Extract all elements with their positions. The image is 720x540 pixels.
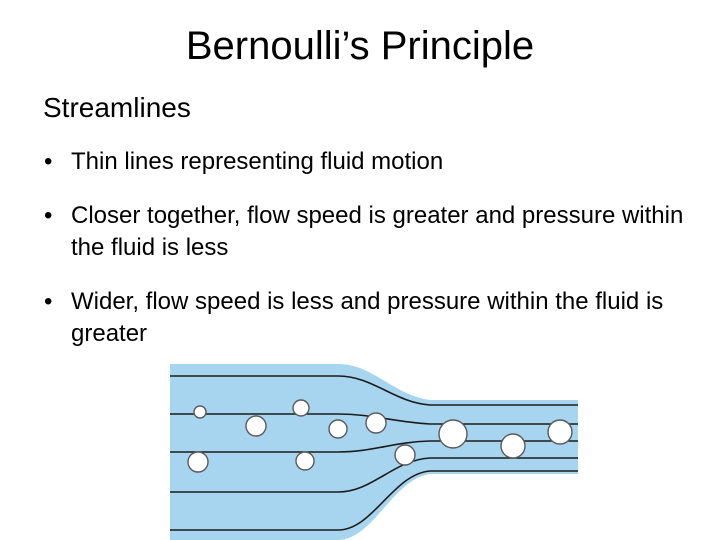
streamline: [170, 457, 578, 493]
slide-title: Bernoulli’s Principle: [185, 24, 535, 68]
fluid-particle: [547, 419, 573, 445]
streamline: [170, 375, 578, 406]
fluid-particle: [500, 433, 526, 459]
fluid-particle: [245, 415, 267, 437]
streamlines: [170, 375, 578, 531]
streamline: [170, 470, 578, 531]
fluid-particle: [187, 451, 209, 473]
bullet-item: Wider, flow speed is less and pressure w…: [44, 286, 694, 350]
streamline: [170, 440, 578, 453]
bullet-item: Closer together, flow speed is greater a…: [44, 200, 694, 264]
fluid-particle: [394, 444, 416, 466]
fluid-particle: [295, 451, 315, 471]
bullet-item: Thin lines representing fluid motion: [44, 146, 694, 178]
bullet-list: Thin lines representing fluid motion Clo…: [44, 146, 694, 372]
fluid-particle: [193, 405, 207, 419]
fluid-particles: [187, 399, 573, 473]
fluid-body: [170, 364, 578, 540]
slide-subheading: Streamlines: [43, 92, 191, 123]
fluid-particle: [292, 399, 310, 417]
fluid-particle: [438, 419, 468, 449]
streamline-flow-diagram: [170, 364, 578, 540]
fluid-particle: [328, 419, 348, 439]
fluid-particle: [365, 412, 387, 434]
